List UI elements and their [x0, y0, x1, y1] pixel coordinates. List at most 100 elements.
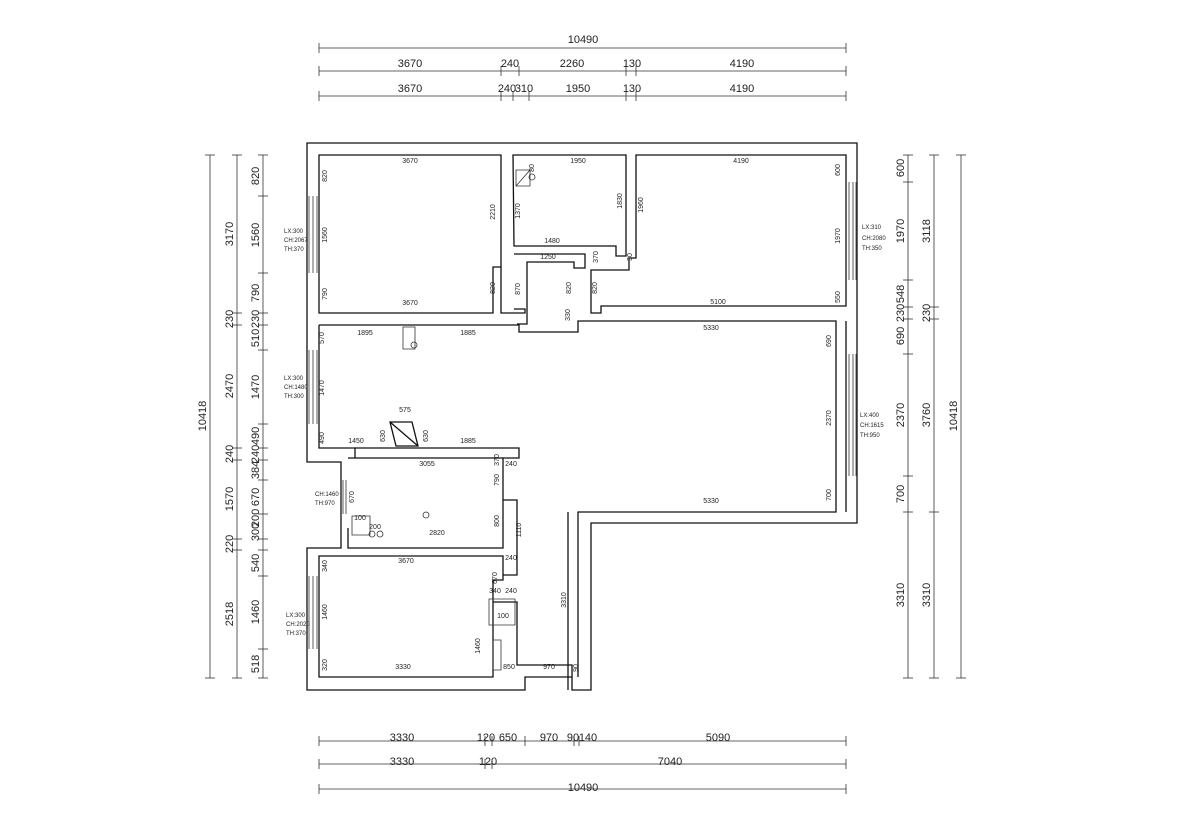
wall-living-upper [319, 320, 837, 677]
dim-top-r1-a: 3670 [398, 58, 422, 70]
window-note-living-ch: CH:1480 [284, 385, 308, 391]
dim-kitchen-w2: 240 [505, 555, 517, 562]
window-dining-right [848, 354, 857, 476]
wall-bedroom-bottom-left [318, 555, 504, 678]
dim-bath-870: 870 [515, 283, 522, 295]
wall-corridor [493, 601, 573, 677]
dim-right-r2-1: 1970 [895, 219, 907, 243]
dim-living-bottom-right: 1885 [460, 438, 476, 445]
window-note-btl-th: TH:370 [284, 247, 304, 253]
wall-kitchen [347, 457, 504, 549]
wall-kitchen-side [503, 499, 518, 576]
window-note-dining-ch: CH:1615 [860, 423, 884, 429]
window-bedroom-top-left [308, 196, 318, 273]
dim-corridor-right: 970 [543, 664, 555, 671]
dim-living-left-top: 570 [319, 332, 326, 344]
dim-bath-30: 30 [627, 253, 634, 261]
dim-bath-820a: 820 [566, 282, 573, 294]
dim-kitchen-bottom: 2820 [429, 530, 445, 537]
dim-left-total: 10418 [197, 401, 209, 432]
dim-top-r1-b: 240 [501, 58, 519, 70]
dim-kitchen-w1: 240 [505, 461, 517, 468]
dim-left-r1-c: 2470 [224, 374, 236, 398]
dim-top-r1-d: 130 [623, 58, 641, 70]
dim-btr-right-bot: 550 [835, 291, 842, 303]
dim-kitchen-side: 1110 [516, 523, 523, 538]
dim-left-r2-13: 1460 [250, 600, 262, 624]
wall-bath-inner [514, 253, 586, 325]
dim-btl-left-top: 820 [322, 170, 329, 182]
kitchen-pipe-icon-1 [368, 530, 376, 538]
dim-column-left: 630 [380, 430, 387, 442]
window-note-btl-lx: LX:300 [284, 229, 304, 235]
dim-top-total: 10490 [568, 34, 599, 46]
dim-kitchen-100: 100 [354, 515, 366, 522]
dim-right-r2-6: 700 [895, 485, 907, 503]
dim-bot-r2-b: 120 [479, 756, 497, 768]
dim-right-r2-7: 3310 [895, 583, 907, 607]
bottom-dimension-chains [318, 736, 847, 794]
dim-column-right: 630 [423, 430, 430, 442]
dim-bath-left: 1370 [515, 203, 522, 219]
wall-bedroom-top-right [590, 154, 847, 314]
window-note-dining-th: TH:950 [860, 433, 880, 439]
window-note-btr-th: TH:350 [862, 246, 882, 252]
dim-corridor-left: 850 [503, 664, 515, 671]
dim-top-r2-e: 130 [623, 83, 641, 95]
dim-bot-r2-a: 3330 [390, 756, 414, 768]
dim-right-r1-b: 230 [921, 304, 933, 322]
corridor-pipe-icon [492, 639, 502, 671]
top-dimension-chains [318, 43, 847, 101]
dim-top-r2-f: 4190 [730, 83, 754, 95]
dim-right-r1-c: 3760 [921, 403, 933, 427]
interior-walls [318, 154, 847, 690]
dim-kitchen-top: 3055 [419, 461, 435, 468]
dim-right-r2-0: 600 [895, 159, 907, 177]
wall-kitchen-right [355, 447, 520, 459]
dim-top-r1-e: 4190 [730, 58, 754, 70]
dim-bot-r1-c: 650 [499, 732, 517, 744]
dim-btl-left-mid: 1560 [322, 227, 329, 243]
dim-left-r2-2: 790 [250, 284, 262, 302]
dim-right-r2-4: 690 [895, 327, 907, 345]
dim-dining-right-top: 690 [826, 335, 833, 347]
window-note-bbl-ch: CH:2020 [286, 622, 310, 628]
wall-bedroom-top-left-return [500, 267, 526, 314]
dim-btr-bottom: 5100 [710, 299, 726, 306]
bath-toilet-icon [515, 169, 531, 187]
living-drain-icon [410, 341, 418, 349]
wall-bath-top [512, 154, 627, 257]
dim-bot-r1-a: 3330 [390, 732, 414, 744]
dim-left-r2-0: 820 [250, 167, 262, 185]
dim-bot-r1-e: 90 [567, 732, 579, 744]
dim-left-r1-a: 3170 [224, 222, 236, 246]
dim-left-r2-5: 1470 [250, 375, 262, 399]
window-living-left [308, 350, 318, 424]
dim-column-top: 575 [399, 407, 411, 414]
dim-btr-right-top: 600 [835, 164, 842, 176]
dim-living-top-left: 1895 [357, 330, 373, 337]
dim-bath-cabinet: 1480 [544, 238, 560, 245]
dim-bath-330: 330 [565, 309, 572, 321]
dim-bot-r1-b: 120 [477, 732, 495, 744]
dim-btl-right-top: 2210 [490, 204, 497, 220]
window-bedroom-top-right [848, 182, 857, 280]
dim-left-r1-f: 220 [224, 535, 236, 553]
dim-right-r2-5: 2370 [895, 403, 907, 427]
dim-bot-total: 10490 [568, 782, 599, 794]
dim-left-r2-14: 518 [250, 655, 262, 673]
dim-living-top-right: 1885 [460, 330, 476, 337]
dim-left-r1-e: 1570 [224, 487, 236, 511]
right-dimension-chains [903, 154, 966, 679]
window-note-bbl-lx: LX:300 [286, 613, 306, 619]
dim-left-r2-6: 490 [250, 427, 262, 445]
dim-bath-cab2: 1250 [540, 254, 556, 261]
dim-kitchen-370: 370 [494, 454, 501, 466]
dim-left-r2-7: 240 [250, 445, 262, 463]
dim-right-total: 10418 [948, 401, 960, 432]
dim-bbl-100: 100 [497, 613, 509, 620]
dim-right-r1-d: 3310 [921, 583, 933, 607]
dim-bbl-left-top: 340 [322, 560, 329, 572]
kitchen-floor-drain-icon [422, 511, 430, 519]
dim-dining-top: 5330 [703, 325, 719, 332]
